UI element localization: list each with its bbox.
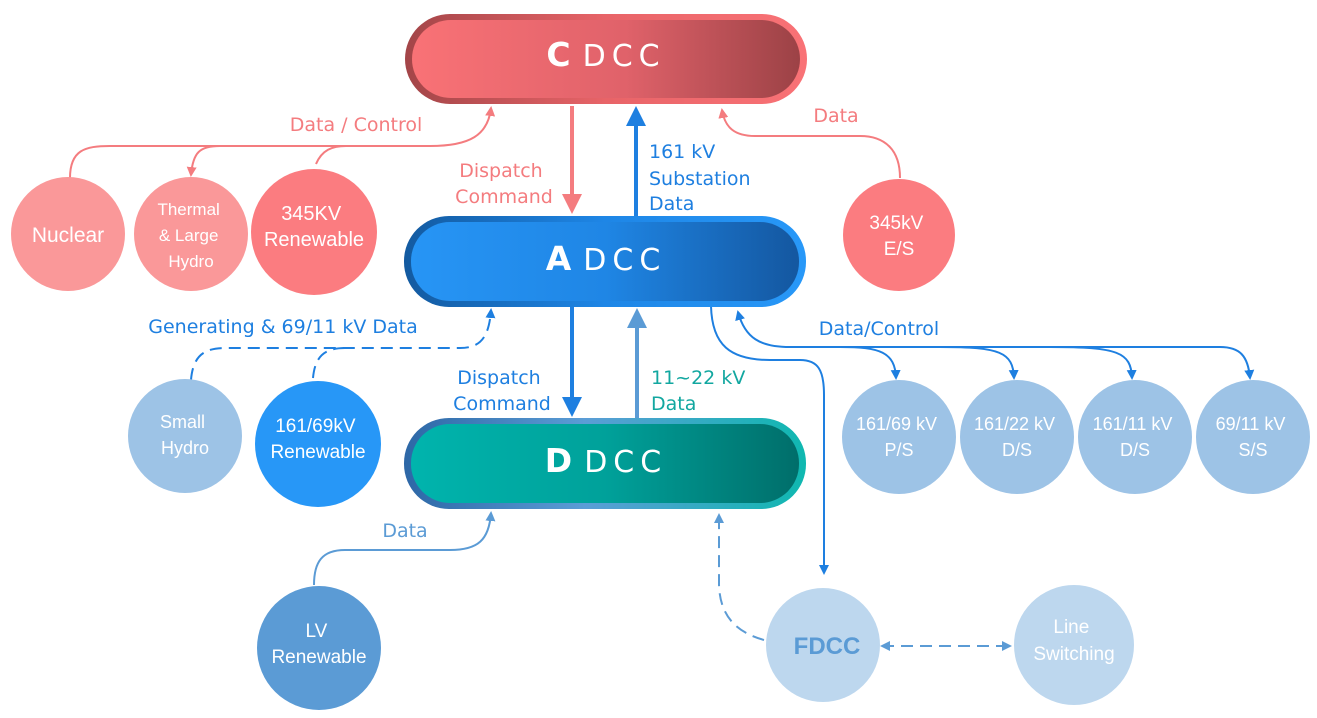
ddcc-left-link-label: Data xyxy=(382,520,427,542)
svg-text:Nuclear: Nuclear xyxy=(32,224,104,247)
svg-text:161/22 kV D/S: 161/22 kV D/S xyxy=(974,414,1060,460)
small-hydro-link xyxy=(190,308,496,381)
adcc-left-connectors xyxy=(190,308,496,381)
cdcc-to-adcc-label-1: Dispatch xyxy=(459,160,542,182)
substations-link xyxy=(735,310,1255,380)
cdcc-right-link-label: Data xyxy=(813,105,858,127)
thermal-label-1: Thermal xyxy=(157,200,219,219)
adcc-to-fdcc-link xyxy=(710,305,829,575)
es-345-label-2: E/S xyxy=(884,239,915,260)
ds-161-11-label-2: D/S xyxy=(1120,440,1150,460)
svg-text:Line Switching: Line Switching xyxy=(1033,617,1114,665)
ps-161-69-label-2: P/S xyxy=(884,440,913,460)
adcc-to-ddcc-label-2: Command xyxy=(453,393,551,415)
ps-161-69-link xyxy=(839,346,901,380)
adcc-to-cdcc-label: 161 kV Substation Data xyxy=(649,141,757,215)
svg-text:69/11 kV S/S: 69/11 kV S/S xyxy=(1216,414,1291,460)
svg-text:Thermal & Large Hy: Thermal & Large Hydro xyxy=(157,200,224,271)
cdcc-to-adcc-label: Dispatch Command xyxy=(455,160,553,208)
renewable-345-node[interactable]: 345KV Renewable xyxy=(251,169,377,295)
renewable-161-69-label-2: Renewable xyxy=(270,442,365,463)
small-hydro-label-2: Hydro xyxy=(161,438,209,458)
renewable-161-69-link xyxy=(312,347,346,379)
fdcc-to-ddcc-link xyxy=(714,513,765,641)
ds-161-11-label-1: 161/11 kV xyxy=(1093,414,1173,434)
adcc-right-connectors xyxy=(735,310,1255,380)
thermal-label-2: & Large xyxy=(159,226,219,245)
small-hydro-node[interactable]: Small Hydro xyxy=(128,379,242,493)
renewable-345-label-2: Renewable xyxy=(264,229,364,251)
ss-69-11-label-2: S/S xyxy=(1238,440,1267,460)
adcc-left-link-label: Generating & 69/11 kV Data xyxy=(148,316,418,338)
cdcc-bold-letter: C xyxy=(546,35,576,74)
ps-161-69-label-1: 161/69 kV xyxy=(856,414,937,434)
svg-text:161/69kV Renewable: 161/69kV Renewable xyxy=(270,416,365,463)
lv-renewable-node[interactable]: LV Renewable xyxy=(257,586,381,710)
adcc-to-cdcc-label-3: Data xyxy=(649,193,694,215)
cdcc-to-adcc-label-2: Command xyxy=(455,186,553,208)
ds-161-11-node[interactable]: 161/11 kV D/S xyxy=(1078,380,1192,494)
ds-161-22-label-2: D/S xyxy=(1002,440,1032,460)
ds-161-22-node[interactable]: 161/22 kV D/S xyxy=(960,380,1074,494)
cdcc-rest: DCC xyxy=(583,39,666,74)
svg-text:161/69 kV P/S: 161/69 kV P/S xyxy=(856,414,942,460)
thermal-node[interactable]: Thermal & Large Hydro xyxy=(134,177,248,291)
svg-text:LV Renewable: LV Renewable xyxy=(271,621,366,668)
lv-renewable-label-2: Renewable xyxy=(271,647,366,668)
es-345-label-1: 345kV xyxy=(869,213,923,234)
adcc-bold-letter: A xyxy=(546,239,578,278)
svg-text:Small Hydro: Small Hydro xyxy=(160,412,210,458)
svg-text:345KV Renewable: 345KV Renewable xyxy=(264,203,364,251)
cdcc-left-connectors xyxy=(69,106,496,179)
ds-161-22-label-1: 161/22 kV xyxy=(974,414,1055,434)
line-switching-label-2: Switching xyxy=(1033,644,1114,665)
svg-text:345kV E/S: 345kV E/S xyxy=(869,213,928,260)
renewable-345-label-1: 345KV xyxy=(281,203,342,225)
svg-text:161/11 kV D/S: 161/11 kV D/S xyxy=(1093,414,1178,460)
fdcc-label: FDCC xyxy=(794,633,861,660)
renewable-161-69-node[interactable]: 161/69kV Renewable xyxy=(255,381,381,507)
fdcc-node[interactable]: FDCC xyxy=(766,588,880,702)
nuclear-node[interactable]: Nuclear xyxy=(11,177,125,291)
ps-161-69-node[interactable]: 161/69 kV P/S xyxy=(842,380,956,494)
ss-69-11-node[interactable]: 69/11 kV S/S xyxy=(1196,380,1310,494)
ddcc-to-adcc-label-2: Data xyxy=(651,393,696,415)
line-switching-node[interactable]: Line Switching xyxy=(1014,585,1134,705)
es-345-node[interactable]: 345kV E/S xyxy=(843,179,955,291)
thermal-label-3: Hydro xyxy=(168,252,213,271)
adcc-to-cdcc-label-1: 161 kV xyxy=(649,141,715,163)
lv-renewable-label-1: LV xyxy=(305,621,327,642)
ddcc-bold-letter: D xyxy=(545,441,578,480)
nuclear-link xyxy=(69,106,496,179)
adcc-to-ddcc-label: Dispatch Command xyxy=(453,367,551,415)
ss-69-11-label-1: 69/11 kV xyxy=(1216,414,1286,434)
svg-text:FDCC: FDCC xyxy=(794,633,861,660)
renewable-161-69-label-1: 161/69kV xyxy=(275,416,356,437)
small-hydro-label-1: Small xyxy=(160,412,205,432)
nuclear-label: Nuclear xyxy=(32,224,104,247)
renewable-345-link xyxy=(315,145,347,165)
thermal-link xyxy=(186,145,221,177)
cdcc-left-link-label: Data / Control xyxy=(290,114,423,136)
ddcc-to-adcc-label: 11~22 kV Data xyxy=(651,367,751,415)
ds-161-11-link xyxy=(1049,346,1137,380)
es-345-link xyxy=(718,108,901,179)
ddcc-rest: DCC xyxy=(584,445,667,480)
adcc-right-link-label: Data/Control xyxy=(819,318,939,340)
adcc-to-ddcc-label-1: Dispatch xyxy=(457,367,540,389)
adcc-rest: DCC xyxy=(583,243,666,278)
lv-renewable-link xyxy=(313,511,496,586)
ds-161-22-link xyxy=(939,346,1019,380)
line-switching-label-1: Line xyxy=(1053,617,1089,638)
ddcc-to-adcc-label-1: 11~22 kV xyxy=(651,367,745,389)
adcc-to-cdcc-label-2: Substation xyxy=(649,168,751,190)
